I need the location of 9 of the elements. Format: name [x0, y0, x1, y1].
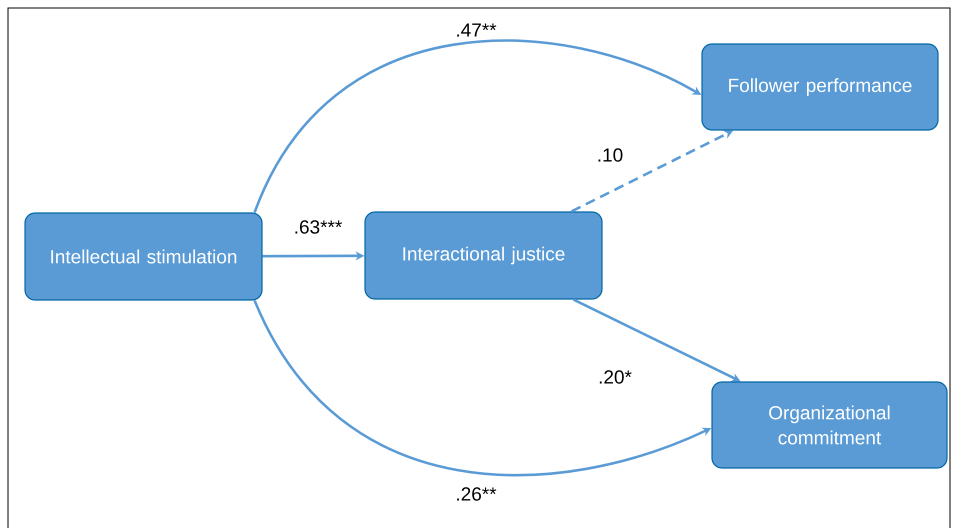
- path-coefficient: .63***: [292, 218, 344, 236]
- variable-box: Organizational commitment: [711, 381, 948, 469]
- path-coefficient: .47**: [453, 21, 499, 39]
- variable-box: Intellectual stimulation: [24, 212, 263, 301]
- path-coefficient: .10: [594, 146, 626, 164]
- variable-box: Interactional justice: [364, 211, 603, 300]
- variable-box: Follower performance: [701, 43, 939, 131]
- path-coefficient: .26**: [453, 485, 499, 503]
- path-coefficient: .20*: [596, 368, 634, 386]
